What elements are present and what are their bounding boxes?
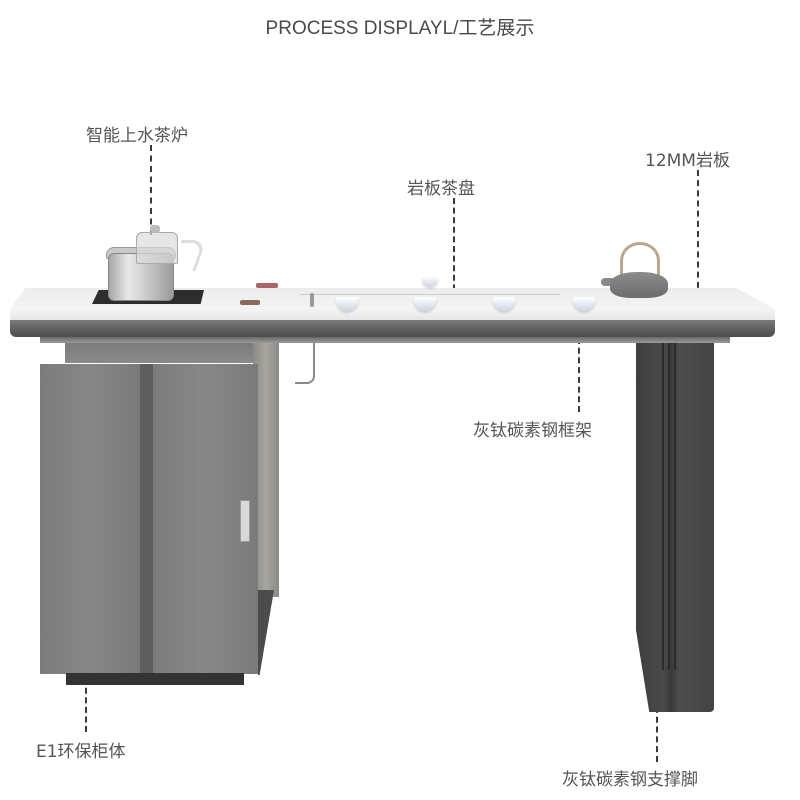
tea-tray-outline xyxy=(300,294,560,295)
callout-stone-slab-line xyxy=(697,170,699,298)
tea-cup-icon xyxy=(493,297,515,311)
water-hose xyxy=(295,340,315,384)
callout-stone-tea-tray-label: 岩板茶盘 xyxy=(407,179,475,199)
cabinet-side-bottom xyxy=(258,590,274,675)
leg-groove xyxy=(668,340,670,670)
cabinet-base xyxy=(66,673,244,685)
cabinet-door-left xyxy=(40,364,140,674)
callout-steel-frame-label: 灰钛碳素钢框架 xyxy=(473,421,592,441)
tea-tool-accessory xyxy=(310,293,314,307)
tea-tool-accessory xyxy=(240,300,260,305)
leg-groove xyxy=(674,340,676,670)
leg-groove xyxy=(662,340,664,670)
tea-cup-icon xyxy=(414,297,436,311)
callout-steel-leg-label: 灰钛碳素钢支撑脚 xyxy=(562,770,698,790)
page-title: PROCESS DISPLAYL/工艺展示 xyxy=(265,18,535,39)
callout-cabinet-label: E1环保柜体 xyxy=(36,742,126,762)
glass-kettle-icon xyxy=(136,232,178,264)
callout-stone-slab-label: 12MM岩板 xyxy=(645,151,730,171)
tea-tool-accessory xyxy=(256,283,278,288)
callout-stone-tea-tray-line xyxy=(453,198,455,300)
teapot-spout xyxy=(601,278,615,286)
kettle-knob xyxy=(150,225,160,233)
tea-cup-icon xyxy=(336,297,358,311)
cabinet-door-gap xyxy=(140,364,153,674)
tea-cup-icon xyxy=(422,276,438,287)
callout-cabinet-line xyxy=(85,640,87,732)
steel-frame-apron xyxy=(40,337,730,343)
teapot-handle xyxy=(620,242,660,279)
callout-smart-kettle-label: 智能上水茶炉 xyxy=(86,126,188,146)
teapot-icon xyxy=(610,272,668,298)
slab-edge xyxy=(10,320,775,337)
tea-cup-icon xyxy=(573,297,595,311)
cabinet-handle-icon xyxy=(240,500,250,542)
callout-steel-frame-line xyxy=(578,338,580,412)
callout-smart-kettle-line xyxy=(150,145,152,235)
